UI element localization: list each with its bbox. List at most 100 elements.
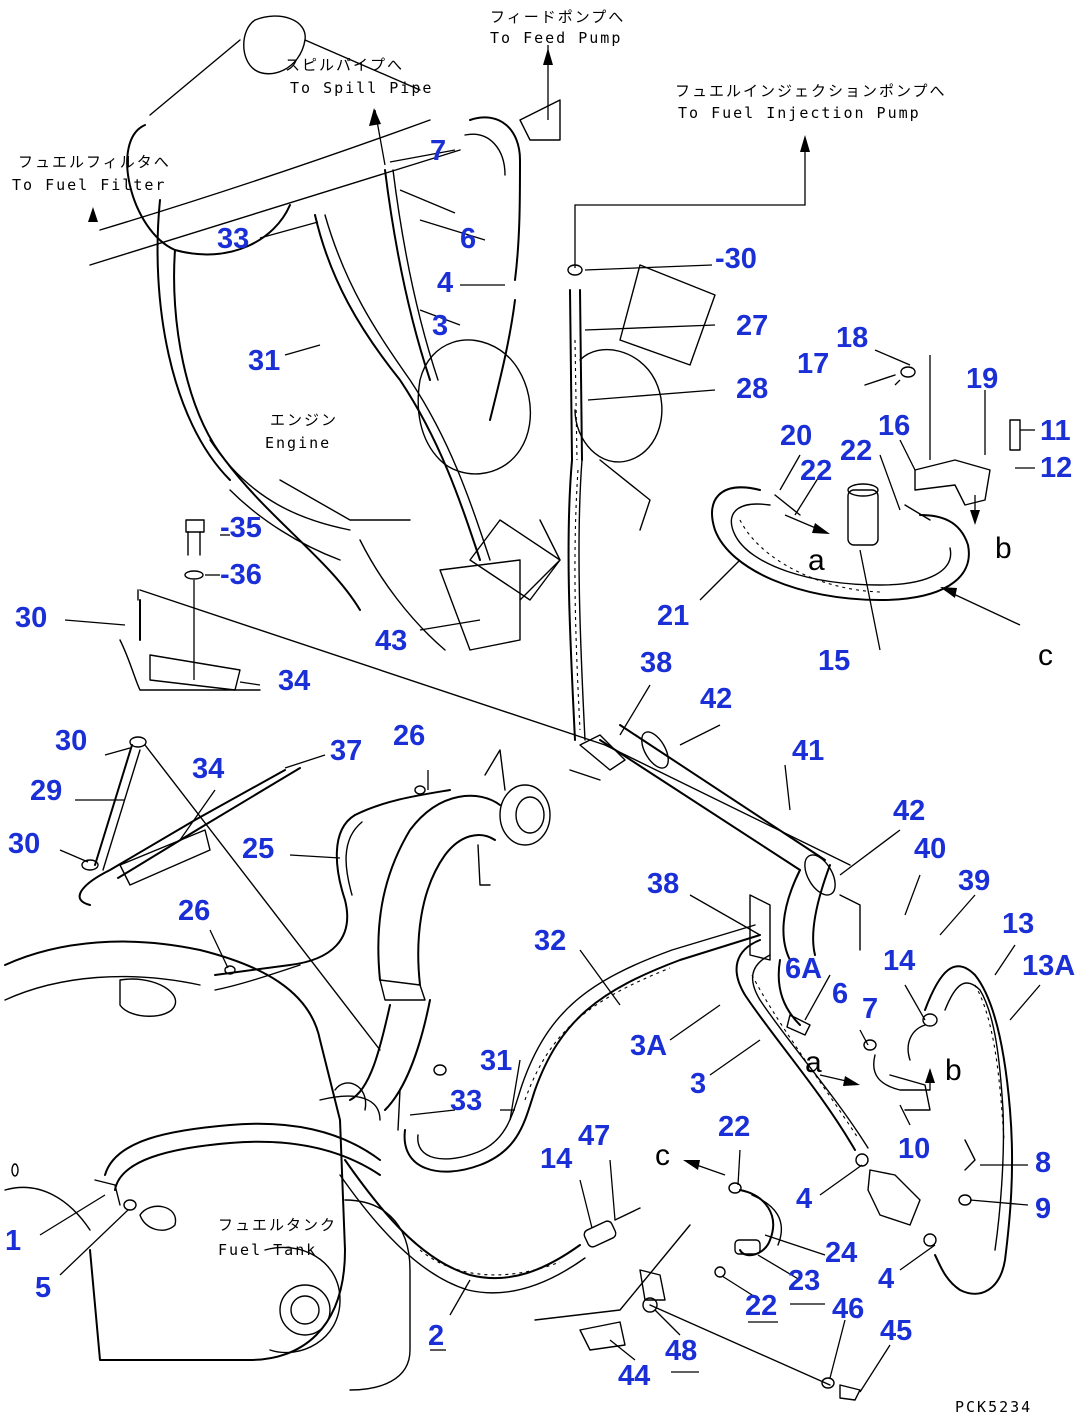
frame-guide [119,589,851,866]
callout-30-left: 30 [15,602,47,634]
callout-38-top: 38 [640,647,672,679]
callout-34-top: 34 [278,665,310,697]
left-bracket-assembly [78,599,381,1051]
callout-leaders [39,149,1041,1393]
callout-32: 32 [534,925,566,957]
fuel-tank-label-en: Fuel Tank [218,1241,317,1259]
callout-4-mid: 4 [796,1183,812,1215]
callout-33: 33 [217,223,249,255]
view-mark-b-bottom: b [945,1054,962,1087]
callout-4-low: 4 [878,1263,894,1295]
injection-pipe [567,135,810,741]
callout-3: 3 [432,310,448,342]
callout-21: 21 [657,600,689,632]
callout-15: 15 [818,645,850,677]
text-annotations: フィードポンプへ To Feed Pump スピルパイプへ To Spill P… [12,8,1053,1416]
injection-pump-label-jp: フュエルインジェクションポンプへ [675,82,947,100]
fuel-tank-label-jp: フュエルタンク [218,1216,337,1234]
callout-14-right: 14 [883,945,915,977]
tank-outlet [11,1163,137,1211]
callout-3-low: 3 [690,1068,706,1100]
fuel-filter-assembly [711,366,1021,626]
feed-pump-label-en: To Feed Pump [490,29,622,47]
view-mark-c-bottom: c [655,1139,670,1172]
engine-fan [417,264,716,651]
view-mark-a-top: a [808,544,825,577]
callout-22-d: 22 [745,1290,777,1322]
callout-6-low: 6 [832,978,848,1010]
callout-33-low: 33 [450,1085,482,1117]
engine-label-jp: エンジン [270,411,338,429]
callout-16: 16 [878,410,910,442]
engine-label-en: Engine [265,434,331,452]
callout-11: 11 [1040,415,1071,447]
callout-25: 25 [242,833,274,865]
view-mark-c-top: c [1038,639,1053,672]
callout-31-low: 31 [480,1045,512,1077]
callout-43: 43 [375,625,407,657]
callout-17: 17 [797,348,829,380]
upper-fuel-lines [88,45,561,561]
callout-1: 1 [5,1225,21,1257]
callout-7-low: 7 [862,993,878,1025]
callout-22-a: 22 [800,455,832,487]
callout-9: 9 [1035,1193,1051,1225]
engine-outline [89,15,461,651]
callout-47: 47 [578,1120,610,1152]
callout-36: -36 [220,559,262,591]
tube-41 [569,724,861,961]
callout-3a: 3A [630,1030,667,1062]
callout-45: 45 [880,1315,912,1347]
view-mark-a-bottom: a [805,1046,822,1079]
callout-39: 39 [958,865,990,897]
injection-pump-label-en: To Fuel Injection Pump [678,104,921,122]
callout-41: 41 [792,735,824,767]
callout-38-low: 38 [647,868,679,900]
part-callouts: 7 6 4 3 33 31 -30 27 28 18 17 19 11 12 1… [5,135,1075,1392]
drawing-code: PCK5234 [955,1398,1032,1416]
fuel-tank [4,940,411,1391]
callout-6: 6 [460,223,476,255]
spill-pipe-label-jp: スピルパイプへ [285,56,404,74]
callout-42-low: 42 [893,795,925,827]
callout-44: 44 [618,1360,650,1392]
callout-underlines [430,1303,825,1373]
callout-27: 27 [736,310,768,342]
callout-34-mid: 34 [192,753,224,785]
callout-42-top: 42 [700,683,732,715]
callout-29: 29 [30,775,62,807]
bolt-35-washer-36 [184,519,205,680]
callout-20: 20 [780,420,812,452]
callout-5: 5 [35,1272,51,1304]
callout-12: 12 [1040,452,1072,484]
callout-30-top: -30 [715,243,757,275]
callout-13: 13 [1002,908,1034,940]
callout-26-top: 26 [393,720,425,752]
view-mark-b-top: b [995,532,1012,565]
callout-6a: 6A [785,953,822,985]
fuel-filter-label-jp: フュエルフィルタへ [18,153,171,171]
callout-23: 23 [788,1265,820,1297]
right-hose-assembly [735,939,1014,1295]
callout-31: 31 [248,345,280,377]
callout-30-low: 30 [8,828,40,860]
filler-neck [214,749,551,1131]
callout-37: 37 [330,735,362,767]
lower-connectors [534,1160,861,1401]
callout-8: 8 [1035,1147,1051,1179]
callout-30-mid: 30 [55,725,87,757]
callout-24: 24 [825,1237,857,1269]
feed-pump-label-jp: フィードポンプへ [490,8,625,26]
callout-46: 46 [832,1293,864,1325]
fuel-filter-label-en: To Fuel Filter [12,176,166,194]
callout-2: 2 [428,1320,444,1352]
callout-22-c: 22 [718,1111,750,1143]
callout-13a: 13A [1022,950,1075,982]
callout-35: -35 [220,512,262,544]
callout-48: 48 [665,1335,697,1367]
callout-4: 4 [437,267,453,299]
spill-pipe-label-en: To Spill Pipe [290,79,433,97]
callout-22-b: 22 [840,435,872,467]
callout-40: 40 [914,833,946,865]
